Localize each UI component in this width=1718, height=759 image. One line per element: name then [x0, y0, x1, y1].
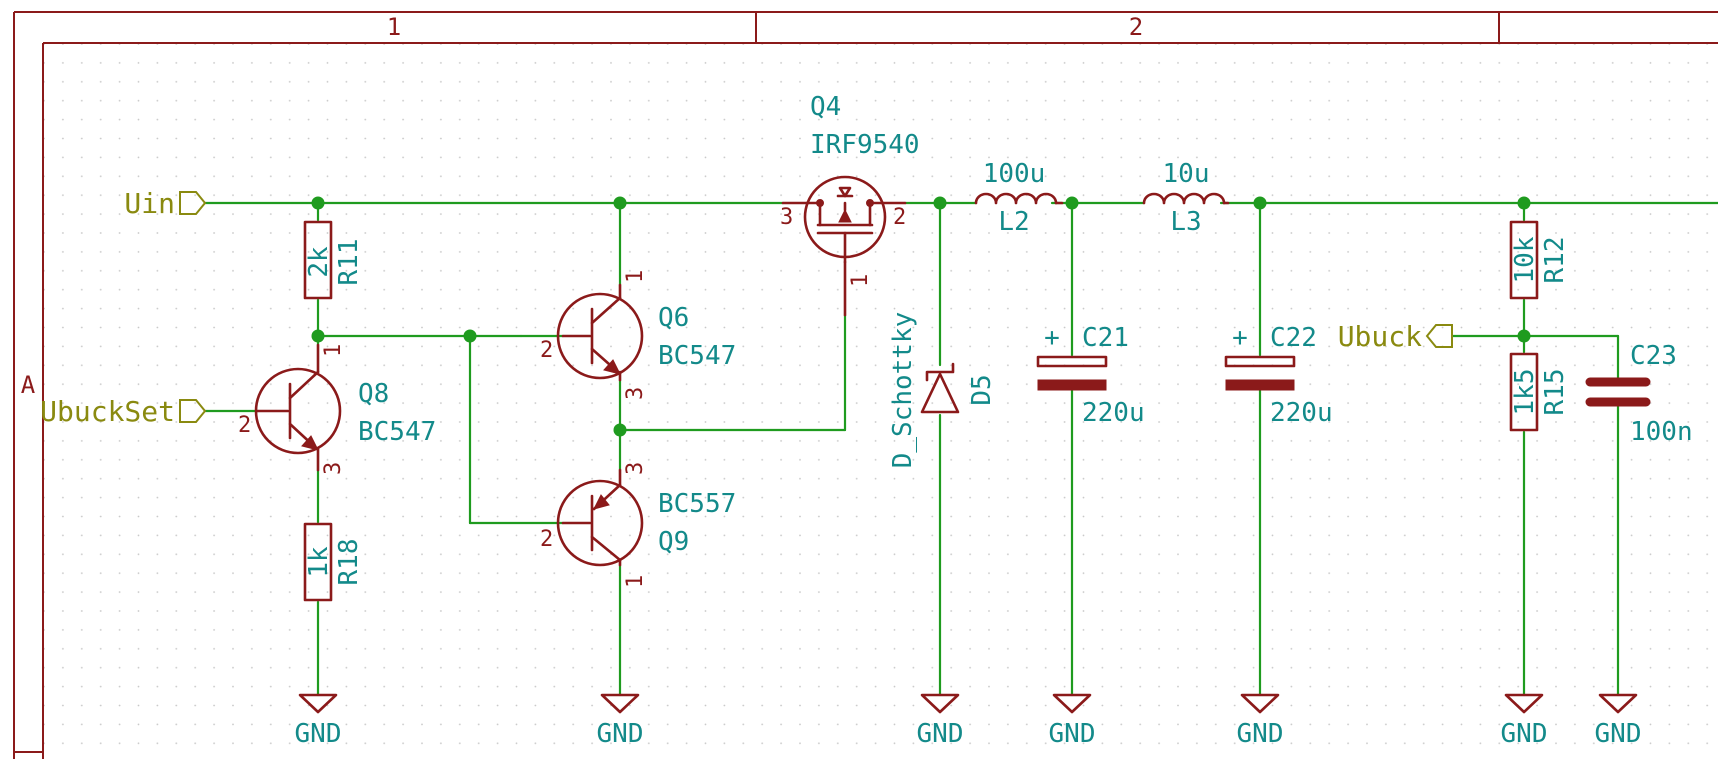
q8-pin-1: 1 [321, 344, 346, 357]
capacitor-c23[interactable]: C23 100n [1585, 341, 1693, 447]
c22-ref: C22 [1270, 323, 1317, 353]
resistor-r11[interactable]: 2k R11 [303, 220, 364, 300]
frame-row-a: A [21, 371, 36, 399]
gnd-symbol: GND [1595, 693, 1642, 749]
q4-ref: Q4 [810, 92, 841, 122]
transistor-q9[interactable]: 2 3 1 BC557 Q9 [540, 462, 736, 588]
q4-pin-2: 2 [893, 205, 906, 230]
r15-ref: R15 [1540, 369, 1570, 416]
q6-pin-3: 3 [623, 387, 648, 400]
q9-value: BC557 [658, 489, 736, 519]
inductor-l3[interactable]: 10u L3 [1142, 159, 1230, 237]
gnd-symbol: GND [295, 693, 342, 749]
capacitor-c21[interactable]: + C21 220u [1036, 323, 1145, 428]
label-uin[interactable]: Uin [124, 187, 207, 220]
q8-value: BC547 [358, 417, 436, 447]
r11-value: 2k [304, 246, 334, 278]
r12-value: 10k [1510, 236, 1540, 283]
gnd-symbol: GND [1049, 693, 1096, 749]
q4-pin-1: 1 [848, 274, 873, 287]
label-ubuckset[interactable]: UbuckSet [40, 395, 207, 428]
label-ubuckset-text: UbuckSet [40, 395, 175, 428]
capacitor-c22[interactable]: + C22 220u [1224, 323, 1333, 428]
l3-ref: L3 [1170, 207, 1201, 237]
resistor-r18[interactable]: 1k R18 [303, 522, 364, 602]
label-uin-text: Uin [124, 187, 175, 220]
q8-ref: Q8 [358, 379, 389, 409]
d5-ref: D5 [967, 374, 997, 405]
mosfet-q4[interactable]: 3 2 1 Q4 IRF9540 [780, 92, 920, 317]
c21-polarity: + [1044, 323, 1060, 353]
l2-ref: L2 [998, 207, 1029, 237]
q8-pin-3: 3 [321, 462, 346, 475]
gnd-label: GND [1049, 719, 1096, 749]
l2-value: 100u [983, 159, 1046, 189]
label-ubuck-text: Ubuck [1338, 320, 1422, 353]
gnd-label: GND [1595, 719, 1642, 749]
diode-d5[interactable]: D_Schottky D5 [888, 312, 997, 469]
q6-pin-2: 2 [540, 338, 553, 363]
r15-value: 1k5 [1510, 369, 1540, 416]
frame-column-2: 2 [1129, 13, 1143, 41]
r18-value: 1k [304, 546, 334, 578]
resistor-r15[interactable]: 1k5 R15 [1509, 352, 1570, 432]
gnd-label: GND [917, 719, 964, 749]
gnd-symbol: GND [1237, 693, 1284, 749]
inductor-l2[interactable]: 100u L2 [974, 159, 1064, 237]
q4-pin-3: 3 [780, 205, 793, 230]
q6-ref: Q6 [658, 303, 689, 333]
resistor-r12[interactable]: 10k R12 [1509, 220, 1570, 300]
gnd-label: GND [1237, 719, 1284, 749]
r12-ref: R12 [1540, 237, 1570, 284]
r18-ref: R18 [334, 539, 364, 586]
q9-ref: Q9 [658, 527, 689, 557]
c23-ref: C23 [1630, 341, 1677, 371]
gnd-symbols: GND GND GND GND GND GND GND [295, 693, 1642, 749]
c21-value: 220u [1082, 398, 1145, 428]
c22-value: 220u [1270, 398, 1333, 428]
q9-pin-1: 1 [623, 575, 648, 588]
label-ubuck[interactable]: Ubuck [1338, 320, 1453, 353]
transistor-q8[interactable]: 2 1 3 Q8 BC547 [238, 343, 436, 475]
q9-pin-2: 2 [540, 527, 553, 552]
d5-value: D_Schottky [888, 312, 918, 469]
l3-value: 10u [1163, 159, 1210, 189]
q6-pin-1: 1 [623, 270, 648, 283]
q6-value: BC547 [658, 341, 736, 371]
gnd-symbol: GND [917, 693, 964, 749]
wires [203, 201, 1718, 697]
gnd-label: GND [1501, 719, 1548, 749]
gnd-symbol: GND [597, 693, 644, 749]
gnd-label: GND [597, 719, 644, 749]
junctions [311, 196, 1531, 437]
sheet-frame: 1 2 A [13, 11, 1718, 759]
c23-value: 100n [1630, 417, 1693, 447]
q8-pin-2: 2 [238, 413, 251, 438]
q9-pin-3: 3 [623, 462, 648, 475]
gnd-symbol: GND [1501, 693, 1548, 749]
c21-ref: C21 [1082, 323, 1129, 353]
q4-value: IRF9540 [810, 130, 920, 160]
c22-polarity: + [1232, 323, 1248, 353]
transistor-q6[interactable]: 2 1 3 Q6 BC547 [540, 270, 736, 400]
r11-ref: R11 [334, 239, 364, 286]
gnd-label: GND [295, 719, 342, 749]
frame-column-1: 1 [387, 13, 401, 41]
